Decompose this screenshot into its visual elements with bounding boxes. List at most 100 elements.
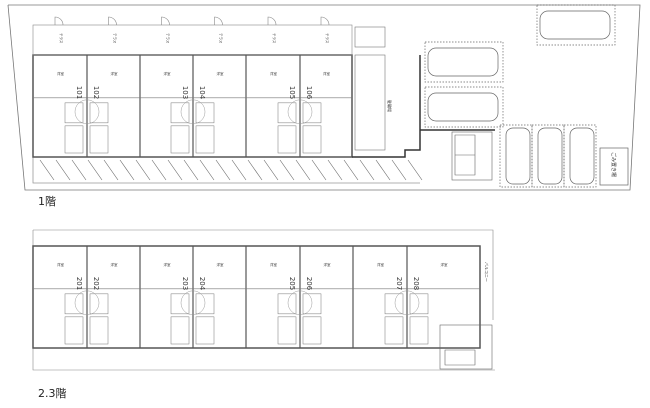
parking-line [167, 159, 183, 181]
room-label: 洋室 [164, 71, 171, 76]
room-label: 洋室 [323, 71, 331, 76]
unit-number: 202 [92, 277, 100, 290]
kitchen [64, 316, 84, 345]
parking-space [424, 86, 504, 128]
parking-line [199, 159, 215, 181]
door-swing [192, 99, 206, 125]
parking-line [119, 159, 135, 181]
terrace-label: テラス [166, 33, 171, 44]
door-swing [299, 290, 313, 316]
balcony-label: バルコニー [484, 262, 489, 282]
parking-line [39, 159, 55, 181]
parking-line [215, 159, 231, 181]
bicycle-parking [354, 26, 386, 151]
kitchen [195, 125, 215, 154]
car [539, 10, 611, 40]
room-label: 洋室 [270, 262, 278, 267]
kitchen [89, 316, 109, 345]
bathroom [89, 293, 109, 315]
parking-space [499, 124, 533, 188]
garbage-area-label: ごみ置き場 [610, 152, 617, 177]
room-label: 洋室 [324, 262, 332, 267]
terrace-gate [320, 16, 330, 26]
staircase-2f [439, 324, 493, 370]
unit-number: 205 [288, 277, 296, 290]
parking-line [87, 159, 103, 181]
car [537, 127, 563, 185]
terrace-label: テラス [219, 33, 224, 44]
bathroom [302, 293, 322, 315]
parking-line [183, 159, 199, 181]
parking-hatching-1f [39, 159, 423, 181]
bathroom [277, 293, 297, 315]
unit-number: 101 [75, 86, 83, 99]
bathroom [170, 293, 190, 315]
kitchen [89, 125, 109, 154]
terrace-label: テラス [59, 33, 64, 44]
parking-line [279, 159, 295, 181]
unit-number: 106 [305, 86, 313, 100]
kitchen [170, 125, 190, 154]
door-swing [86, 290, 100, 316]
building-outline [32, 245, 481, 349]
car [505, 127, 531, 185]
kitchen [384, 316, 404, 345]
parking-space [424, 41, 504, 83]
parking-line [71, 159, 87, 181]
site-boundary-1f [7, 4, 641, 191]
car [427, 92, 499, 122]
kitchen [409, 316, 429, 345]
parking-space [531, 124, 565, 188]
room-label: 洋室 [57, 71, 64, 76]
room-label: 洋室 [441, 262, 449, 267]
terrace-area [32, 24, 353, 56]
bathroom [277, 102, 297, 124]
unit-number: 104 [198, 86, 206, 100]
room-label: 洋室 [217, 262, 224, 267]
bathroom [384, 293, 404, 315]
room-label: 洋室 [164, 262, 171, 267]
bathroom [195, 293, 215, 315]
room-label: 洋室 [217, 71, 224, 76]
kitchen [195, 316, 215, 345]
parking-line [247, 159, 263, 181]
parking-line [343, 159, 359, 181]
terrace-label: テラス [272, 33, 277, 44]
parking-line [135, 159, 151, 181]
car [427, 47, 499, 77]
parking-line [311, 159, 327, 181]
bathroom [89, 102, 109, 124]
door-swing [180, 99, 194, 125]
room-label: 洋室 [377, 262, 385, 267]
kitchen [277, 125, 297, 154]
kitchen [64, 125, 84, 154]
door-swing [287, 290, 301, 316]
terrace-gate [108, 16, 117, 26]
parking-line [375, 159, 391, 181]
unit-number: 207 [395, 277, 403, 290]
bathroom [195, 102, 215, 124]
garbage-area [599, 147, 629, 186]
bathroom [302, 102, 322, 124]
bathroom [409, 293, 429, 315]
door-swing [287, 99, 301, 125]
car [569, 127, 595, 185]
terrace-gate [161, 16, 170, 26]
unit-number: 203 [181, 277, 189, 290]
kitchen [277, 316, 297, 345]
kitchen [302, 316, 322, 345]
door-swing [74, 99, 88, 125]
unit-number: 201 [75, 277, 83, 290]
room-label: 洋室 [57, 262, 64, 267]
unit-number: 103 [181, 86, 189, 99]
terrace-label: テラス [113, 33, 118, 44]
floor-label-2f-3f: 2.3階 [38, 387, 67, 400]
terrace-gate [267, 16, 277, 26]
unit-number: 105 [288, 86, 296, 99]
site-boundary-2f [32, 229, 495, 371]
staircase-1f [451, 131, 493, 181]
door-swing [394, 290, 408, 316]
door-swing [180, 290, 194, 316]
